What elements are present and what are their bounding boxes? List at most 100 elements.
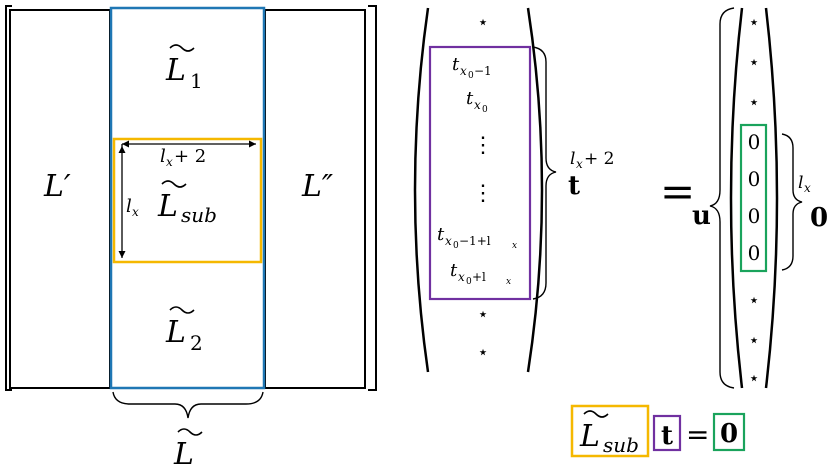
equation-vec-box <box>652 414 682 452</box>
sub-height-arrow <box>118 144 126 258</box>
vector-t-highlight <box>428 45 532 301</box>
vector-u-left-paren <box>729 7 744 389</box>
sub-width-label: l x + 2 <box>160 146 206 169</box>
vector-t-entry: t x 0 −1 <box>452 54 492 81</box>
svg-text:x: x <box>445 234 452 248</box>
svg-text:+ 2: + 2 <box>584 149 614 169</box>
tilde-mark <box>169 44 195 52</box>
svg-text:x: x <box>506 277 511 287</box>
vector-u-star: ⋆ <box>748 290 759 311</box>
equation-lhs-sub: sub <box>603 433 639 457</box>
equation-vec: t <box>661 421 673 451</box>
vector-t-right-paren <box>526 7 544 373</box>
tilde-mark <box>169 306 195 314</box>
svg-text:t: t <box>466 88 474 109</box>
svg-text:L: L <box>165 315 186 350</box>
svg-text:t: t <box>437 224 445 245</box>
vector-u-star: ⋆ <box>748 368 759 389</box>
matrix-left-bracket <box>5 5 12 391</box>
sub-block-label: L sub <box>157 180 217 227</box>
vector-t-brace-label: l x + 2 <box>570 149 614 171</box>
svg-text:2: 2 <box>190 331 203 355</box>
sub-height-label: l x <box>126 196 139 219</box>
svg-text:l: l <box>798 173 803 193</box>
svg-text:x: x <box>474 98 481 112</box>
zero-vector: 0 <box>810 203 828 233</box>
bottom-brace <box>112 391 264 419</box>
svg-text:0: 0 <box>453 241 459 251</box>
svg-text:x: x <box>576 157 583 171</box>
vector-t-vdots: ⋮ <box>472 133 494 158</box>
equation-lhs-box <box>570 404 650 458</box>
svg-text:l: l <box>570 149 575 169</box>
svg-text:l: l <box>126 196 132 217</box>
block-l-prime-label: L′ <box>43 169 71 204</box>
svg-text:L: L <box>157 189 178 224</box>
svg-text:t: t <box>452 54 460 75</box>
svg-text:L: L <box>173 437 194 468</box>
tilde-mark <box>583 410 609 418</box>
vector-u-star: ⋆ <box>748 330 759 351</box>
svg-text:x: x <box>804 181 811 195</box>
svg-text:−1: −1 <box>474 64 492 78</box>
bottom-brace-label: L <box>173 428 203 468</box>
svg-text:x: x <box>458 270 465 284</box>
vector-t-entry: t x 0 <box>466 88 488 115</box>
sub-block-rect <box>112 137 263 264</box>
svg-text:+ 2: + 2 <box>174 146 206 167</box>
vector-t-entry: t x 0 −1+l x <box>437 224 517 251</box>
vector-u-zero: 0 <box>748 167 761 191</box>
vector-u-zero-brace-label: l x <box>798 173 811 195</box>
equation-rhs: 0 <box>720 419 738 449</box>
vector-u-zero-brace <box>781 133 803 271</box>
vector-u-zero: 0 <box>748 130 761 154</box>
block-top-label: L 1 <box>165 44 203 93</box>
tilde-mark <box>177 428 203 436</box>
block-bottom-label: L 2 <box>165 306 203 355</box>
svg-text:+l: +l <box>472 270 486 284</box>
vector-u-zero: 0 <box>748 204 761 228</box>
vector-u: u ⋆ ⋆ ⋆ 0 0 0 0 ⋆ ⋆ ⋆ l x 0 <box>692 7 828 389</box>
svg-text:x: x <box>512 241 517 251</box>
svg-text:x: x <box>166 155 173 169</box>
block-l-double-prime-label: L″ <box>301 169 334 204</box>
svg-text:L: L <box>165 53 186 88</box>
svg-text:0: 0 <box>468 71 474 81</box>
vector-u-name: u <box>692 201 711 231</box>
vector-u-brace <box>709 7 735 389</box>
equation: L sub t = 0 <box>570 404 746 458</box>
equals-sign: = <box>660 167 695 216</box>
vector-t-star: ⋆ <box>477 12 488 33</box>
matrix: L′ L″ L 1 L sub l x + 2 <box>5 5 377 468</box>
svg-text:0: 0 <box>482 105 488 115</box>
vector-t-star: ⋆ <box>477 342 488 363</box>
vector-t-star: ⋆ <box>477 304 488 325</box>
vector-t: ⋆ t x 0 −1 t x 0 ⋮ ⋮ t x 0 −1+l x t x 0 … <box>413 7 614 373</box>
vector-t-brace <box>532 46 557 300</box>
svg-text:x: x <box>460 64 467 78</box>
vector-t-vdots: ⋮ <box>472 181 494 206</box>
vector-u-right-paren <box>764 7 779 389</box>
svg-text:−1+l: −1+l <box>459 234 491 248</box>
svg-text:t: t <box>450 260 458 281</box>
vector-u-star: ⋆ <box>748 52 759 73</box>
equation-equals: = <box>686 418 709 451</box>
matrix-right-bracket <box>368 5 377 391</box>
svg-text:l: l <box>160 146 166 167</box>
svg-text:0: 0 <box>466 277 472 287</box>
svg-text:sub: sub <box>181 203 217 227</box>
tilde-mark <box>161 180 187 188</box>
vector-u-zero-highlight <box>739 123 768 273</box>
svg-text:x: x <box>132 205 139 219</box>
vector-u-star: ⋆ <box>748 12 759 33</box>
vector-t-name: t <box>568 171 580 201</box>
vector-t-entry: t x 0 +l x <box>450 260 511 287</box>
svg-text:1: 1 <box>190 69 203 93</box>
equation-rhs-box <box>712 412 746 452</box>
vector-t-left-paren <box>413 7 430 373</box>
vector-u-zero: 0 <box>748 241 761 265</box>
sub-width-arrow <box>122 140 256 148</box>
block-l-tilde <box>109 6 266 390</box>
equation-lhs: L <box>579 419 600 454</box>
